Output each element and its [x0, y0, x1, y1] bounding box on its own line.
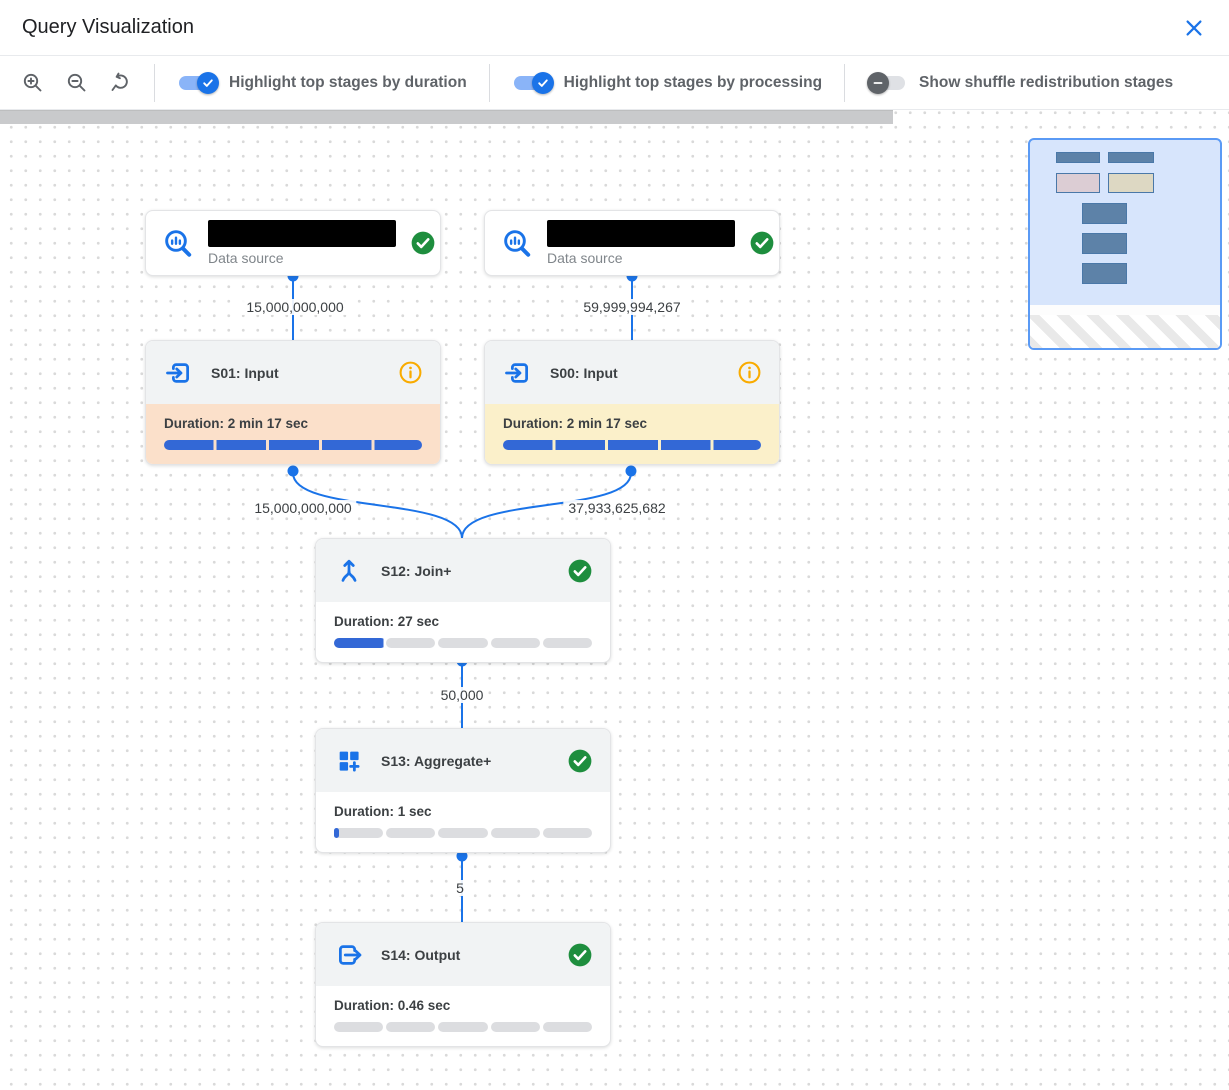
data-source-icon — [501, 227, 533, 259]
show-shuffle-toggle[interactable] — [867, 71, 907, 95]
stage-title: S01: Input — [211, 364, 279, 381]
graph-canvas[interactable]: 15,000,000,000 59,999,994,267 15,000,000… — [0, 110, 1229, 1090]
minimap-node-highlight-processing — [1108, 173, 1154, 193]
stage-progress-bar — [334, 1022, 593, 1032]
minimap-node-highlight-duration — [1056, 173, 1100, 193]
check-icon — [537, 78, 548, 87]
success-check-icon — [567, 748, 593, 774]
stage-duration: Duration: 2 min 17 sec — [164, 416, 309, 431]
toggle-group-processing: Highlight top stages by processing — [494, 71, 840, 95]
success-check-icon — [567, 942, 593, 968]
info-icon[interactable] — [736, 360, 762, 386]
input-icon — [163, 357, 195, 389]
graph-minimap[interactable] — [1028, 138, 1222, 350]
data-source-label: Data source — [208, 250, 284, 266]
stage-node-s01[interactable]: S01: Input Duration: 2 min 17 sec — [145, 340, 441, 465]
edge-rows-label: 15,000,000,000 — [241, 299, 349, 315]
stage-title: S14: Output — [381, 946, 461, 963]
success-check-icon — [567, 558, 593, 584]
join-icon — [333, 555, 365, 587]
edge-rows-label: 37,933,625,682 — [563, 500, 671, 516]
zoom-in-button[interactable] — [18, 68, 48, 98]
close-icon — [1186, 19, 1202, 36]
toggle-label-processing: Highlight top stages by processing — [563, 73, 823, 91]
minimap-node — [1108, 152, 1154, 163]
stage-title: S13: Aggregate+ — [381, 752, 492, 769]
success-check-icon — [749, 230, 775, 256]
minimap-gap — [1030, 305, 1220, 315]
reset-zoom-button[interactable] — [106, 68, 136, 98]
minimap-node — [1082, 263, 1127, 284]
edge-rows-label: 59,999,994,267 — [578, 299, 686, 315]
minimap-outside-area — [1030, 315, 1220, 348]
stage-duration: Duration: 27 sec — [334, 614, 440, 629]
stage-progress-bar — [334, 638, 593, 648]
stage-node-s12[interactable]: S12: Join+ Duration: 27 sec — [315, 538, 611, 663]
dialog-header: Query Visualization — [0, 0, 1229, 56]
info-icon[interactable] — [397, 360, 423, 386]
zoom-out-icon — [67, 73, 86, 91]
toggle-group-shuffle: Show shuffle redistribution stages — [849, 71, 1191, 95]
zoom-out-button[interactable] — [62, 68, 92, 98]
redacted-table-name — [208, 220, 396, 247]
stage-duration: Duration: 1 sec — [334, 804, 432, 819]
aggregate-icon — [333, 745, 365, 777]
stage-title: S12: Join+ — [381, 562, 452, 579]
data-source-label: Data source — [547, 250, 623, 266]
horizontal-scrollbar-thumb[interactable] — [0, 110, 893, 124]
input-icon — [502, 357, 534, 389]
minimap-node — [1082, 203, 1127, 224]
data-source-icon — [162, 227, 194, 259]
reset-zoom-icon — [111, 72, 128, 91]
close-button[interactable] — [1181, 15, 1207, 41]
toggle-group-duration: Highlight top stages by duration — [159, 71, 485, 95]
highlight-processing-toggle[interactable] — [512, 71, 554, 95]
stage-duration: Duration: 0.46 sec — [334, 998, 451, 1013]
data-source-node-1[interactable]: Data source — [145, 210, 441, 276]
highlight-duration-toggle[interactable] — [177, 71, 219, 95]
check-icon — [203, 78, 213, 87]
success-check-icon — [410, 230, 436, 256]
toggle-label-duration: Highlight top stages by duration — [229, 73, 467, 91]
minimap-node — [1056, 152, 1100, 163]
toolbar-divider — [844, 63, 846, 102]
stage-progress-bar — [164, 440, 422, 450]
minus-icon — [873, 81, 883, 84]
minimap-node — [1082, 233, 1127, 254]
toolbar-divider — [154, 63, 155, 102]
zoom-in-icon — [23, 73, 42, 91]
edge-rows-label: 50,000 — [435, 687, 489, 703]
data-source-node-2[interactable]: Data source — [484, 210, 780, 276]
output-icon — [333, 939, 365, 971]
edge-rows-label: 15,000,000,000 — [249, 500, 357, 516]
stage-progress-bar — [503, 440, 761, 450]
stage-node-s14[interactable]: S14: Output Duration: 0.46 sec — [315, 922, 611, 1047]
stage-progress-bar — [334, 828, 593, 838]
toolbar: Highlight top stages by duration Highlig… — [0, 56, 1229, 110]
edge-rows-label: 5 — [451, 880, 469, 896]
redacted-table-name — [547, 220, 735, 247]
toolbar-divider — [488, 63, 490, 102]
page-title: Query Visualization — [22, 16, 194, 38]
stage-title: S00: Input — [550, 364, 618, 381]
toggle-label-shuffle: Show shuffle redistribution stages — [919, 73, 1174, 91]
stage-node-s13[interactable]: S13: Aggregate+ Duration: 1 sec — [315, 728, 611, 853]
stage-node-s00[interactable]: S00: Input Duration: 2 min 17 sec — [484, 340, 780, 465]
stage-duration: Duration: 2 min 17 sec — [503, 416, 648, 431]
